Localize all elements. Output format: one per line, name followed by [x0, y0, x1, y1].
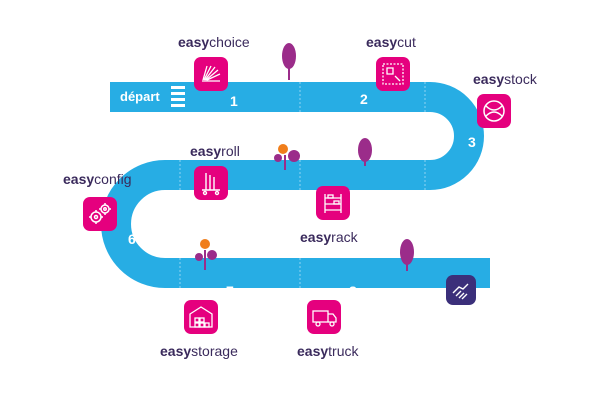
- label-easycut: easycut: [366, 34, 416, 50]
- step-number-6: 6: [128, 231, 136, 247]
- tree: [400, 239, 414, 271]
- fabric-roll-stock-icon: [477, 94, 511, 128]
- step-number-5: 5: [245, 187, 253, 203]
- swatch-fan-icon: [194, 57, 228, 91]
- tree: [195, 239, 217, 270]
- step-number-1: 1: [230, 93, 238, 109]
- gears-icon: [83, 197, 117, 231]
- shelf-rack-icon: [316, 186, 350, 220]
- label-easystock: easystock: [473, 71, 537, 87]
- step-number-3: 3: [468, 134, 476, 150]
- road: [101, 82, 490, 288]
- start-label: départ: [120, 89, 160, 104]
- cutting-pattern-icon: [376, 57, 410, 91]
- warehouse-icon: [184, 300, 218, 334]
- tree: [282, 43, 296, 80]
- step-number-4: 4: [362, 187, 370, 203]
- handshake-icon: [446, 275, 476, 305]
- start-line: [171, 86, 185, 107]
- label-easyroll: easyroll: [190, 143, 240, 159]
- label-easystorage: easystorage: [160, 343, 238, 359]
- tree: [274, 144, 300, 170]
- roll-trolley-icon: [194, 166, 228, 200]
- step-number-8: 8: [349, 283, 357, 299]
- step-number-2: 2: [360, 91, 368, 107]
- delivery-truck-icon: [307, 300, 341, 334]
- label-easychoice: easychoice: [178, 34, 250, 50]
- label-easyconfig: easyconfig: [63, 171, 132, 187]
- step-number-7: 7: [226, 283, 234, 299]
- label-easyrack: easyrack: [300, 229, 358, 245]
- tree: [358, 138, 372, 166]
- label-easytruck: easytruck: [297, 343, 359, 359]
